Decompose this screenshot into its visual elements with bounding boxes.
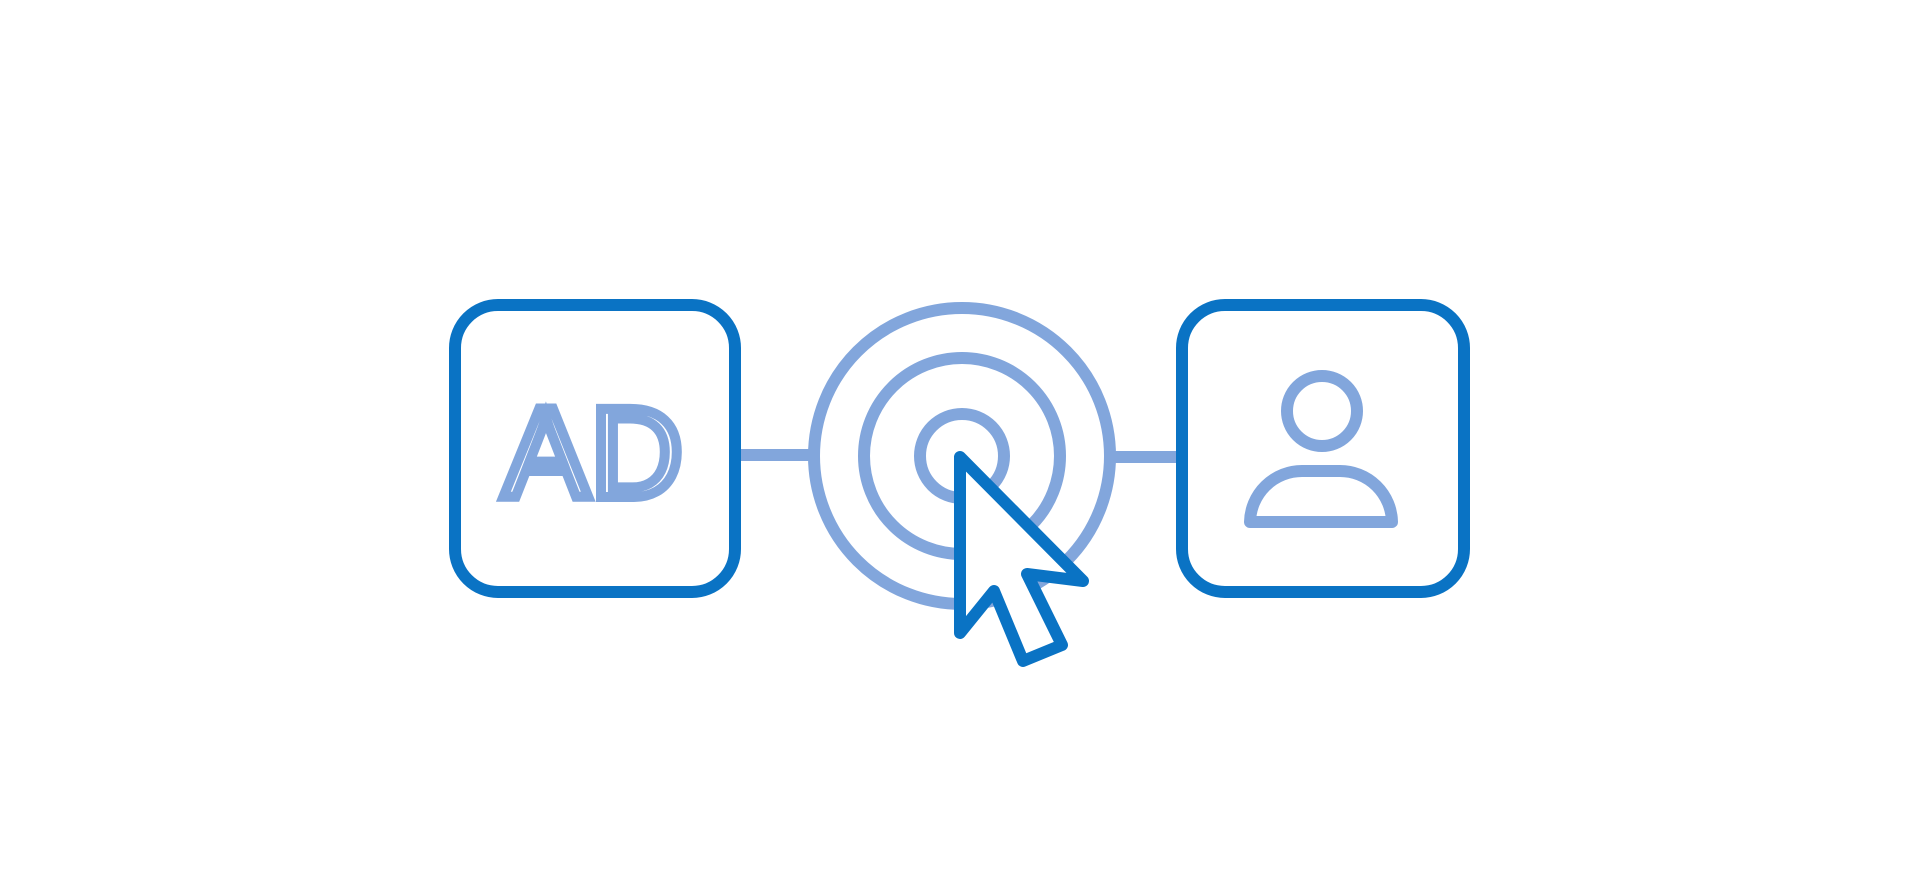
user-icon [1244,370,1398,528]
ad-label: AD [503,382,685,525]
user-head [1281,370,1363,452]
ad-box-frame [449,299,741,598]
user-shoulders [1244,465,1398,528]
user-box [1176,299,1470,598]
cursor-arrow-icon [954,451,1089,667]
ad-box-icon: AD [449,299,741,598]
